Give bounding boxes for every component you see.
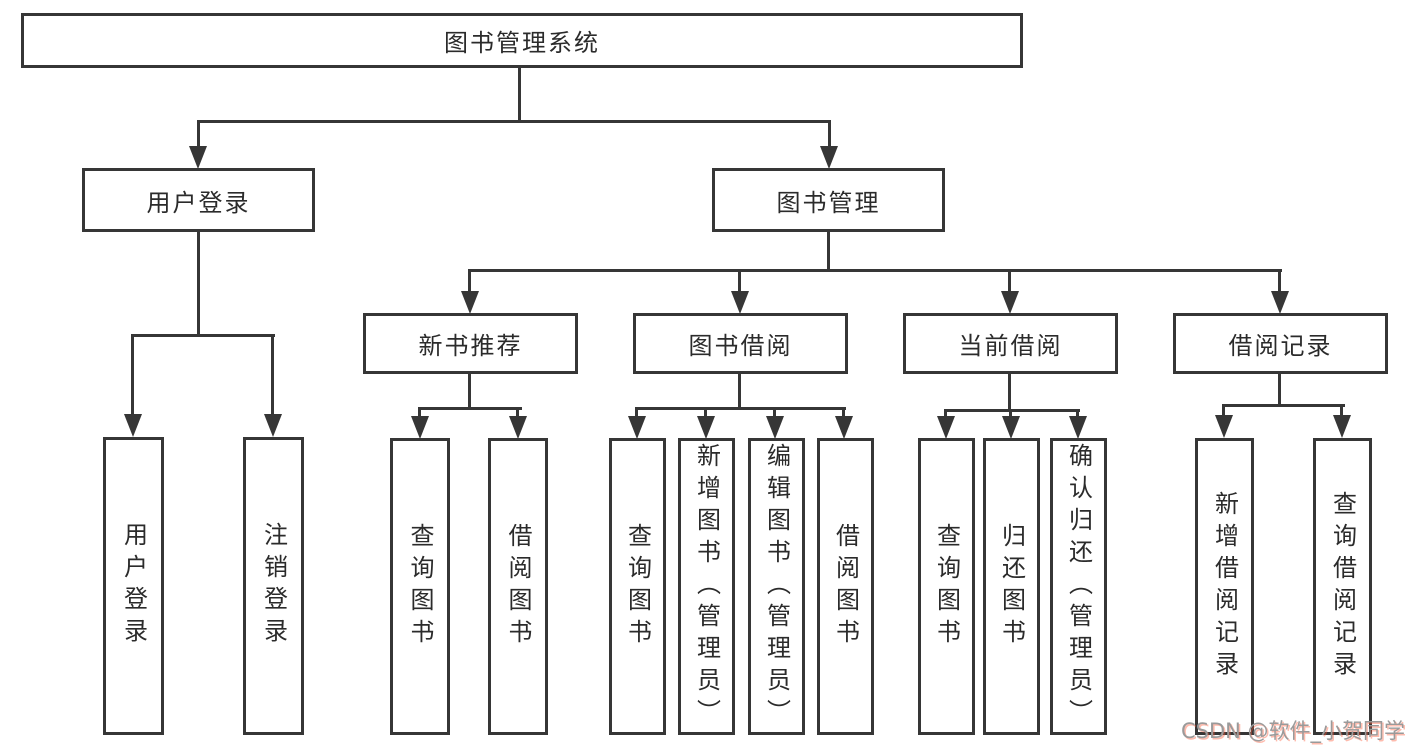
node-book-borrowing: 图书借阅 xyxy=(633,313,848,374)
node-leaf-borrow-books-2: 借阅图书 xyxy=(817,438,874,735)
node-leaf-logout-label: 注销登录 xyxy=(259,522,288,650)
connector-line xyxy=(842,407,845,418)
node-book-management-label: 图书管理 xyxy=(776,188,881,217)
connector-line xyxy=(773,407,776,418)
connector-line xyxy=(1009,409,1012,418)
node-user-login: 用户登录 xyxy=(82,168,315,232)
connector-line xyxy=(197,230,200,337)
arrowhead-down-icon xyxy=(1001,291,1019,314)
node-leaf-user-login: 用户登录 xyxy=(103,437,164,735)
connector-line xyxy=(197,120,200,148)
connector-line xyxy=(738,372,741,410)
node-user-login-label: 用户登录 xyxy=(146,188,251,217)
node-borrow-records: 借阅记录 xyxy=(1173,313,1388,374)
node-root-label: 图书管理系统 xyxy=(444,29,600,57)
arrowhead-down-icon xyxy=(1069,416,1087,439)
connector-line xyxy=(1222,404,1225,418)
csdn-watermark: CSDN @软件_小贺同学 xyxy=(1181,719,1405,743)
arrowhead-down-icon xyxy=(509,416,527,439)
connector-line xyxy=(1278,372,1281,407)
connector-line xyxy=(132,334,275,337)
arrowhead-down-icon xyxy=(1215,415,1233,438)
arrowhead-down-icon xyxy=(766,416,784,439)
node-leaf-edit-book-admin-label: 编辑图书（管理员） xyxy=(762,442,791,731)
arrowhead-down-icon xyxy=(835,416,853,439)
arrowhead-down-icon xyxy=(124,414,142,437)
connector-line xyxy=(1008,372,1011,412)
node-leaf-query-borrow-record: 查询借阅记录 xyxy=(1313,438,1372,735)
connector-line xyxy=(418,407,522,410)
connector-line xyxy=(828,120,831,148)
connector-line xyxy=(516,407,519,418)
node-root: 图书管理系统 xyxy=(21,13,1023,68)
connector-line xyxy=(468,372,471,410)
node-book-management: 图书管理 xyxy=(712,168,945,232)
node-borrow-records-label: 借阅记录 xyxy=(1228,332,1333,360)
connector-line xyxy=(635,407,846,410)
node-leaf-add-borrow-record-label: 新增借阅记录 xyxy=(1210,490,1239,683)
node-leaf-query-books-3-label: 查询图书 xyxy=(932,522,961,651)
connector-line xyxy=(944,409,1080,412)
arrowhead-down-icon xyxy=(1333,415,1351,438)
connector-line xyxy=(944,409,947,418)
node-leaf-query-books-3: 查询图书 xyxy=(918,438,975,735)
arrowhead-down-icon xyxy=(264,414,282,437)
node-leaf-query-borrow-record-label: 查询借阅记录 xyxy=(1328,490,1357,683)
node-leaf-confirm-return-admin: 确认归还（管理员） xyxy=(1050,438,1107,735)
arrowhead-down-icon xyxy=(411,416,429,439)
node-new-book-recommend: 新书推荐 xyxy=(363,313,578,374)
connector-line xyxy=(635,407,638,418)
arrowhead-down-icon xyxy=(1002,416,1020,439)
arrowhead-down-icon xyxy=(1271,291,1289,314)
node-leaf-query-books-1-label: 查询图书 xyxy=(406,522,434,651)
node-leaf-confirm-return-admin-label: 确认归还（管理员） xyxy=(1064,442,1093,731)
node-leaf-query-books-2-label: 查询图书 xyxy=(623,522,652,651)
node-leaf-borrow-books-2-label: 借阅图书 xyxy=(831,522,860,651)
connector-line xyxy=(1340,404,1343,418)
connector-line xyxy=(1223,404,1345,407)
node-leaf-return-book: 归还图书 xyxy=(983,438,1040,735)
connector-line xyxy=(271,334,274,417)
connector-line xyxy=(704,407,707,418)
node-leaf-logout: 注销登录 xyxy=(243,437,304,735)
arrowhead-down-icon xyxy=(461,291,479,314)
node-book-borrowing-label: 图书借阅 xyxy=(688,332,793,360)
node-leaf-add-borrow-record: 新增借阅记录 xyxy=(1195,438,1254,735)
node-leaf-query-books-1: 查询图书 xyxy=(390,438,450,735)
node-current-borrowing: 当前借阅 xyxy=(903,313,1118,374)
node-leaf-return-book-label: 归还图书 xyxy=(997,522,1026,651)
arrowhead-down-icon xyxy=(937,416,955,439)
node-leaf-edit-book-admin: 编辑图书（管理员） xyxy=(748,438,805,735)
connector-line xyxy=(738,269,741,293)
arrowhead-down-icon xyxy=(697,416,715,439)
node-leaf-add-book-admin: 新增图书（管理员） xyxy=(678,438,735,735)
arrowhead-down-icon xyxy=(189,146,207,169)
connector-line xyxy=(1076,409,1079,418)
connector-line xyxy=(1008,269,1011,293)
arrowhead-down-icon xyxy=(731,291,749,314)
connector-line xyxy=(197,120,831,123)
connector-line xyxy=(468,269,1282,272)
node-leaf-borrow-books-1: 借阅图书 xyxy=(488,438,548,735)
connector-line xyxy=(131,334,134,417)
connector-line xyxy=(827,230,830,272)
arrowhead-down-icon xyxy=(820,146,838,169)
connector-line xyxy=(468,269,471,293)
node-leaf-user-login-label: 用户登录 xyxy=(119,522,148,650)
node-current-borrowing-label: 当前借阅 xyxy=(958,332,1063,360)
connector-line xyxy=(1278,269,1281,293)
connector-line xyxy=(518,66,521,123)
node-leaf-add-book-admin-label: 新增图书（管理员） xyxy=(692,442,721,731)
node-leaf-query-books-2: 查询图书 xyxy=(609,438,666,735)
connector-line xyxy=(418,407,421,418)
node-new-book-recommend-label: 新书推荐 xyxy=(418,332,523,360)
arrowhead-down-icon xyxy=(628,416,646,439)
node-leaf-borrow-books-1-label: 借阅图书 xyxy=(504,522,532,651)
